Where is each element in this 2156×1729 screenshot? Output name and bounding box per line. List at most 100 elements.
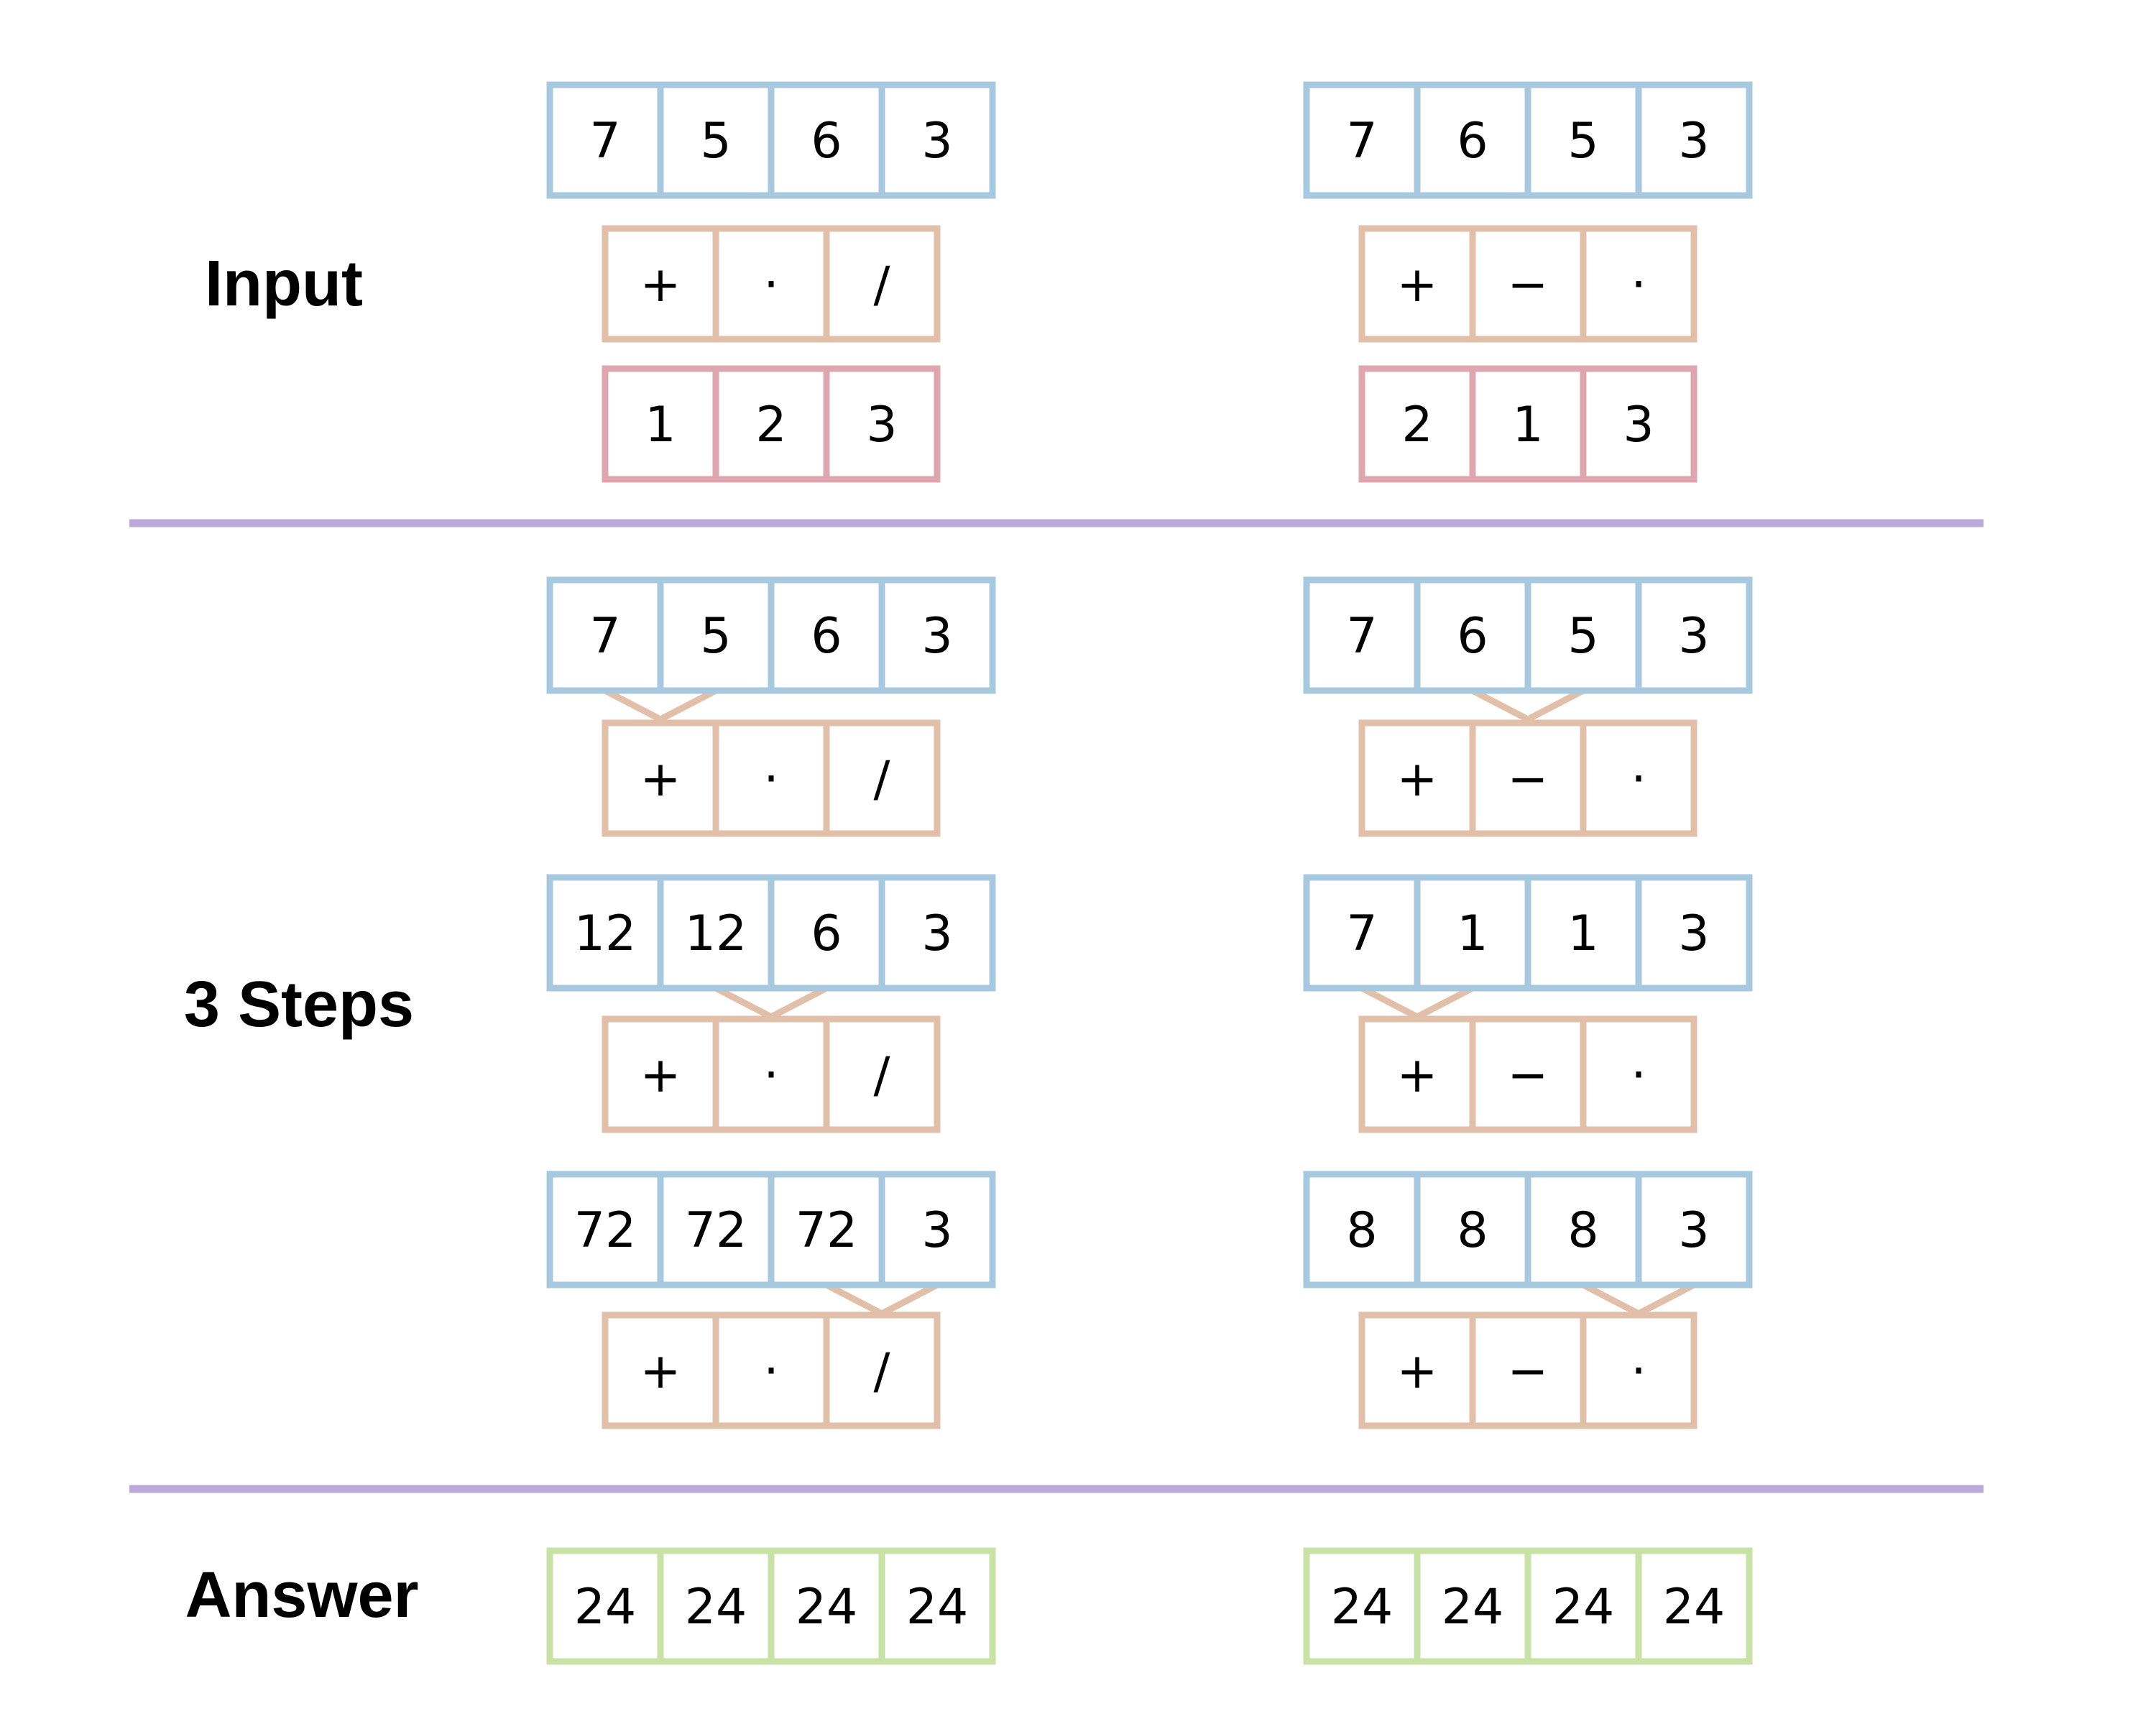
step-operators-row-value: · [763,1343,779,1400]
steps-label: 3 Steps [184,969,414,1041]
input-numbers-row-cell [1635,81,1753,199]
input-order-row-cell [1580,365,1697,483]
answer-row-value: 24 [1442,1579,1504,1636]
step-numbers-row-value: 3 [1678,905,1709,962]
step-numbers-row-cell [878,874,996,992]
step-numbers-row-cell [878,1171,996,1288]
step-operators-row-cell [1580,719,1697,837]
step-numbers-row-value: 72 [574,1202,637,1259]
step-numbers-row-cell [878,576,996,694]
input-numbers-row-value: 7 [1346,113,1377,170]
input-label: Input [205,248,363,320]
step-operators-row-value: · [763,751,779,808]
step-operators-row-value: + [640,1047,681,1104]
input-operators-row: +−· [1358,225,1697,343]
step-numbers-row-value: 3 [921,905,952,962]
input-order-row-value: 3 [866,397,897,453]
step-numbers-row-cell [1635,1171,1753,1288]
pair-connector [1470,688,1585,724]
step-operators-row-value: − [1508,1343,1549,1400]
answer-row-value: 24 [685,1579,747,1636]
input-numbers-row-value: 6 [811,113,842,170]
step-numbers-row-value: 7 [1346,608,1377,665]
step-operators-row-value: − [1508,751,1549,808]
input-order-row-value: 1 [1512,397,1543,453]
answer-row-value: 24 [796,1579,858,1636]
step-operators-row: +−· [1358,719,1697,837]
step-operators-row-value: + [1397,1047,1438,1104]
input-order-row: 2 1 3 [1358,365,1697,483]
step-operators-row: +·/ [602,1015,941,1133]
step-numbers-row-value: 72 [685,1202,747,1259]
answer-label: Answer [185,1559,418,1631]
step-numbers-row-value: 3 [1678,608,1709,665]
step-numbers-row-value: 1 [1457,905,1488,962]
step-numbers-row-value: 12 [574,905,637,962]
input-operators-row-cell [1580,225,1697,343]
pair-connector [824,1282,939,1318]
step-numbers-row-value: 6 [811,608,842,665]
answer-row: 24 24 24 24 [546,1547,996,1665]
input-operators-row-value: / [874,257,890,313]
step-numbers-row-cell [1635,576,1753,694]
step-operators-row: +−· [1358,1015,1697,1133]
input-order-row-value: 3 [1623,397,1654,453]
step-numbers-row-value: 7 [589,608,620,665]
input-operators-row-value: · [1631,257,1646,313]
pair-connector [1581,1282,1696,1318]
step-numbers-row-value: 5 [1567,608,1598,665]
input-order-row-value: 1 [645,397,676,453]
step-numbers-row-value: 6 [1457,608,1488,665]
step-operators-row-value: / [874,751,890,808]
step-operators-row-cell [823,1015,941,1133]
step-numbers-row-value: 5 [700,608,731,665]
step-numbers-row-value: 3 [1678,1202,1709,1259]
input-operators-row-value: + [640,257,681,313]
step-operators-row-value: − [1508,1047,1549,1104]
step-operators-row-value: · [763,1047,779,1104]
input-numbers-row-value: 3 [1678,113,1709,170]
step-numbers-row-value: 3 [921,608,952,665]
step-numbers-row: 8 8 8 3 [1303,1171,1753,1288]
answer-row: 24 24 24 24 [1303,1547,1753,1665]
answer-row-cell [878,1547,996,1665]
answer-row-value: 24 [1552,1579,1615,1636]
step-operators-row-value: · [1631,1343,1646,1400]
step-operators-row-value: · [1631,751,1646,808]
step-operators-row: + · / [602,719,941,837]
answer-row-value: 24 [574,1579,637,1636]
step-numbers-row-value: 8 [1346,1202,1377,1259]
step-numbers-row-value: 8 [1567,1202,1598,1259]
step-numbers-row-value: 12 [685,905,747,962]
input-order-row: 1 2 3 [602,365,941,483]
answer-row-cell [1635,1547,1753,1665]
step-numbers-row-value: 1 [1567,905,1598,962]
input-numbers-row-value: 7 [589,113,620,170]
pair-connector [603,688,718,724]
answer-row-value: 24 [1663,1579,1726,1636]
answer-row-value: 24 [906,1579,969,1636]
input-numbers-row-value: 6 [1457,113,1488,170]
step-operators-row-cell [1580,1015,1697,1133]
step-operators-row-value: + [1397,1343,1438,1400]
answer-row-value: 24 [1331,1579,1393,1636]
step-numbers-row-value: 72 [796,1202,858,1259]
input-order-row-value: 2 [755,397,786,453]
step-operators-row-value: + [640,1343,681,1400]
input-numbers-row-cell [878,81,996,199]
step-numbers-row: 72 72 72 3 [546,1171,996,1288]
input-operators-row-value: · [763,257,779,313]
input-order-row-value: 2 [1401,397,1432,453]
step-numbers-row-value: 8 [1457,1202,1488,1259]
step-numbers-row: 7 6 5 3 [1303,576,1753,694]
step-operators-row-value: + [640,751,681,808]
step-numbers-row-value: 6 [811,905,842,962]
input-operators-row: + · / [602,225,941,343]
step-operators-row: + · / [602,1311,941,1429]
step-numbers-row-value: 3 [921,1202,952,1259]
input-numbers-row-value: 3 [921,113,952,170]
step-operators-row-value: / [874,1343,890,1400]
